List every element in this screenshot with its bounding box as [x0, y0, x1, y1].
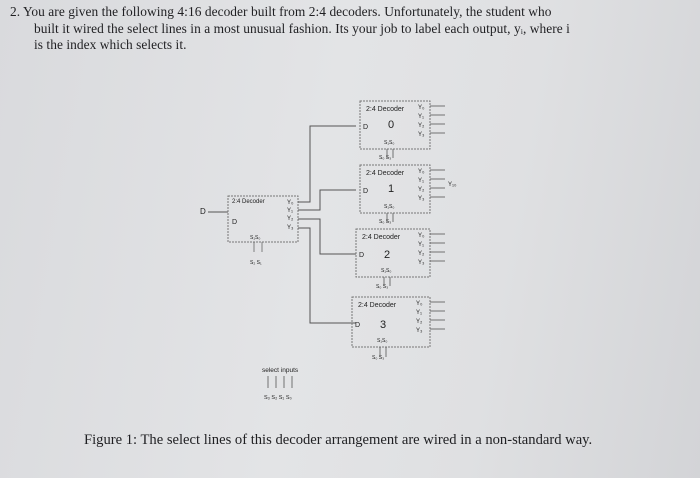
problem-line-2: built it wired the select lines in a mos… — [34, 20, 570, 36]
sub-decoder-1-out-0: Y₀ — [418, 169, 425, 175]
sub-decoder-2-out-2: Y₂ — [418, 251, 425, 257]
sub-decoder-2-input: D — [359, 252, 364, 259]
sub-decoder-1: 2:4 Decoder D 1 S₁S₀ Y₀ Y₁ Y₂ Y₃ S₀ S₃ Y… — [359, 164, 457, 225]
problem-statement: 2. You are given the following 4:16 deco… — [10, 4, 696, 54]
sub-decoder-0-title: 2:4 Decoder — [366, 106, 405, 113]
main-decoder-title: 2:4 Decoder — [232, 199, 265, 205]
interconnect-wires — [298, 125, 356, 324]
sub-decoder-2-number: 2 — [384, 249, 390, 261]
sub-decoder-1-title: 2:4 Decoder — [366, 170, 405, 177]
sub-decoder-3-input: D — [355, 322, 360, 329]
main-decoder: 2:4 Decoder D Y₀ Y₁ Y₂ Y₃ S₁S₀ S₂ S₁ — [227, 195, 299, 266]
sub-decoder-3-number: 3 — [380, 319, 386, 331]
sub-decoder-2-out-0: Y₀ — [418, 233, 425, 239]
sub-decoder-2-select-pins: S₀ S₃ — [376, 284, 388, 290]
sub-decoder-1-out-1: Y₁ — [418, 178, 424, 184]
sub-decoder-0: 2:4 Decoder D 0 S₁S₀ Y₀ Y₁ Y₂ Y₃ S₀ S₃ — [359, 100, 445, 161]
sub-decoder-3-title: 2:4 Decoder — [358, 302, 397, 309]
figure-caption: Figure 1: The select lines of this decod… — [84, 432, 593, 448]
sub-decoder-1-input: D — [363, 188, 368, 195]
sub-decoder-2: 2:4 Decoder D 2 S₁S₀ Y₀ Y₁ Y₂ Y₃ S₀ S₃ — [355, 228, 445, 290]
sub-decoder-0-out-3: Y₃ — [418, 132, 425, 138]
main-decoder-out-0: Y₀ — [287, 200, 294, 206]
sub-decoder-3-out-0: Y₀ — [416, 301, 423, 307]
problem-line-1: 2. You are given the following 4:16 deco… — [10, 4, 552, 19]
annotation-y10: Y₁₀ — [448, 182, 457, 188]
sub-decoder-3-select-pins: S₀ S₃ — [372, 355, 384, 361]
sub-decoder-0-select: S₁S₀ — [384, 140, 394, 146]
select-inputs-pins: S₃ S₂ S₁ S₀ — [264, 395, 292, 401]
sub-decoder-3-out-1: Y₁ — [416, 310, 422, 316]
select-inputs-label: select inputs — [262, 367, 299, 374]
select-inputs: select inputs S₃ S₂ S₁ S₀ — [262, 367, 299, 401]
main-decoder-out-2: Y₂ — [287, 216, 294, 222]
main-decoder-select: S₁S₀ — [250, 235, 260, 241]
sub-decoder-1-out-2: Y₂ — [418, 187, 425, 193]
sub-decoder-2-select: S₁S₀ — [381, 268, 391, 274]
sub-decoder-1-number: 1 — [388, 183, 394, 195]
sub-decoder-1-select: S₁S₀ — [384, 204, 394, 210]
sub-decoder-2-out-3: Y₃ — [418, 260, 425, 266]
sub-decoder-1-out-3: Y₃ — [418, 196, 425, 202]
sub-decoder-2-out-1: Y₁ — [418, 242, 424, 248]
external-input-label: D — [200, 207, 206, 216]
sub-decoder-0-out-1: Y₁ — [418, 114, 424, 120]
sub-decoder-0-input: D — [363, 124, 368, 131]
sub-decoder-2-title: 2:4 Decoder — [362, 234, 401, 241]
main-decoder-input: D — [232, 219, 237, 226]
main-decoder-select-pins: S₂ S₁ — [250, 260, 262, 266]
sub-decoder-3-out-3: Y₃ — [416, 328, 423, 334]
sub-decoder-3: 2:4 Decoder D 3 S₁S₀ Y₀ Y₁ Y₂ Y₃ S₀ S₃ — [351, 296, 445, 361]
main-decoder-out-3: Y₃ — [287, 225, 294, 231]
sub-decoder-0-out-2: Y₂ — [418, 123, 425, 129]
sub-decoder-0-number: 0 — [388, 119, 394, 131]
sub-decoder-0-select-pins: S₀ S₃ — [379, 155, 391, 161]
sub-decoder-0-out-0: Y₀ — [418, 105, 425, 111]
sub-decoder-3-select: S₁S₀ — [377, 338, 387, 344]
sub-decoder-3-out-2: Y₂ — [416, 319, 423, 325]
main-decoder-out-1: Y₁ — [287, 208, 293, 214]
problem-line-3: is the index which selects it. — [34, 37, 187, 52]
sub-decoder-1-select-pins: S₀ S₃ — [379, 219, 391, 225]
